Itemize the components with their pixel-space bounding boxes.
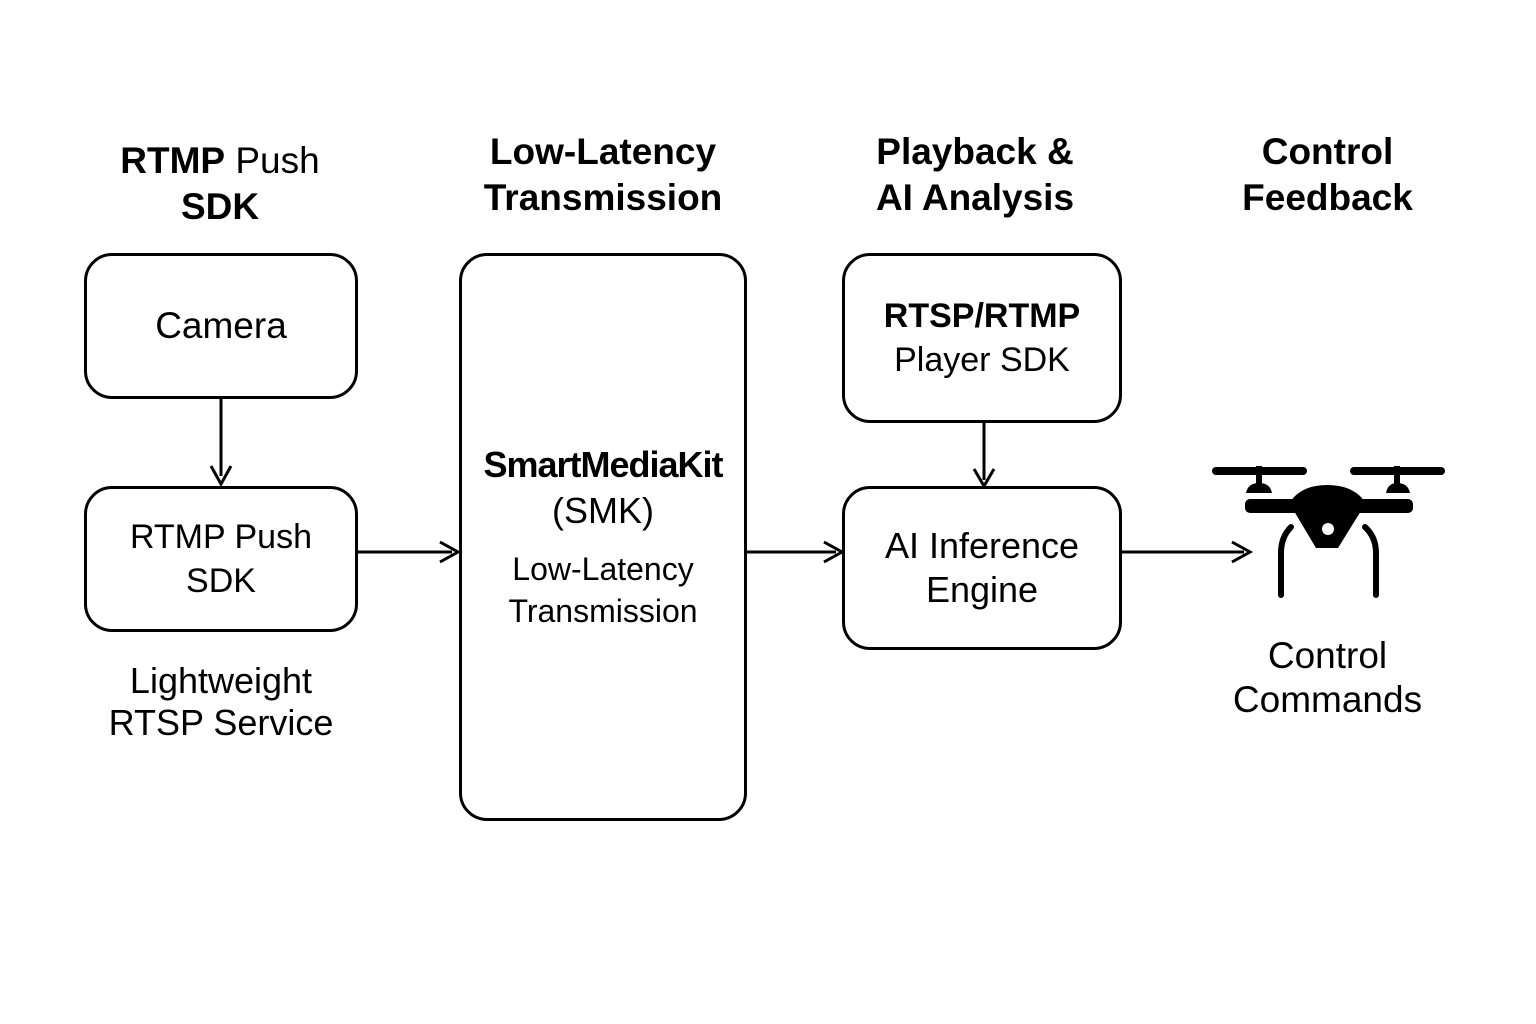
column-header-control: Control Feedback <box>1200 129 1455 221</box>
camera-node: Camera <box>84 253 358 399</box>
control-commands-line2: Commands <box>1232 679 1423 720</box>
rtsp-service-line2: RTSP Service <box>108 702 334 743</box>
rtmp-push-node: RTMP Push SDK <box>84 486 358 632</box>
camera-label: Camera <box>155 305 287 346</box>
arrowhead-ai-engine-to-control <box>1231 540 1254 564</box>
rtsp-service-line1: Lightweight <box>129 660 313 701</box>
smk-name: SmartMediaKit <box>483 444 723 485</box>
control-commands-label: Control Commands <box>1200 634 1455 722</box>
smk-abbr: (SMK) <box>552 490 654 531</box>
ai-engine-line1: AI Inference <box>884 525 1080 566</box>
ai-engine-line2: Engine <box>925 569 1039 610</box>
arrowhead-camera-to-rtmp-push <box>209 465 233 488</box>
smk-node: SmartMediaKit (SMK) Low-Latency Transmis… <box>459 253 747 821</box>
ai-engine-node: AI Inference Engine <box>842 486 1122 650</box>
rtsp-service-label: Lightweight RTSP Service <box>85 660 357 744</box>
header-line2: Transmission <box>483 177 723 218</box>
player-sdk-line1: RTSP/RTMP <box>883 297 1081 335</box>
rtmp-push-line1: RTMP Push <box>129 518 313 556</box>
smk-desc-line1: Low-Latency <box>512 551 694 587</box>
smk-desc-line2: Transmission <box>508 593 698 629</box>
arrowhead-player-to-ai-engine <box>972 468 996 489</box>
arrowhead-smk-to-ai-engine <box>823 540 846 564</box>
column-header-transmission: Low-Latency Transmission <box>453 129 753 221</box>
header-line2: Feedback <box>1242 177 1413 218</box>
column-header-playback: Playback & AI Analysis <box>840 129 1110 221</box>
arrowhead-rtmp-push-to-smk <box>439 540 462 564</box>
control-commands-line1: Control <box>1267 635 1388 676</box>
header-line1: Control <box>1261 131 1394 172</box>
header-line1: Low-Latency <box>489 131 717 172</box>
header-line1: Playback & <box>876 131 1074 172</box>
column-header-push: RTMP Push SDK <box>95 138 345 230</box>
drone-icon <box>1212 466 1445 598</box>
rtmp-push-line2: SDK <box>186 562 256 600</box>
header-rest-part: Push <box>225 140 320 181</box>
player-sdk-node: RTSP/RTMP Player SDK <box>842 253 1122 423</box>
player-sdk-line2: Player SDK <box>894 341 1070 379</box>
header-line2: SDK <box>180 186 260 227</box>
header-bold-part: RTMP <box>120 140 226 181</box>
header-line2: AI Analysis <box>875 177 1075 218</box>
